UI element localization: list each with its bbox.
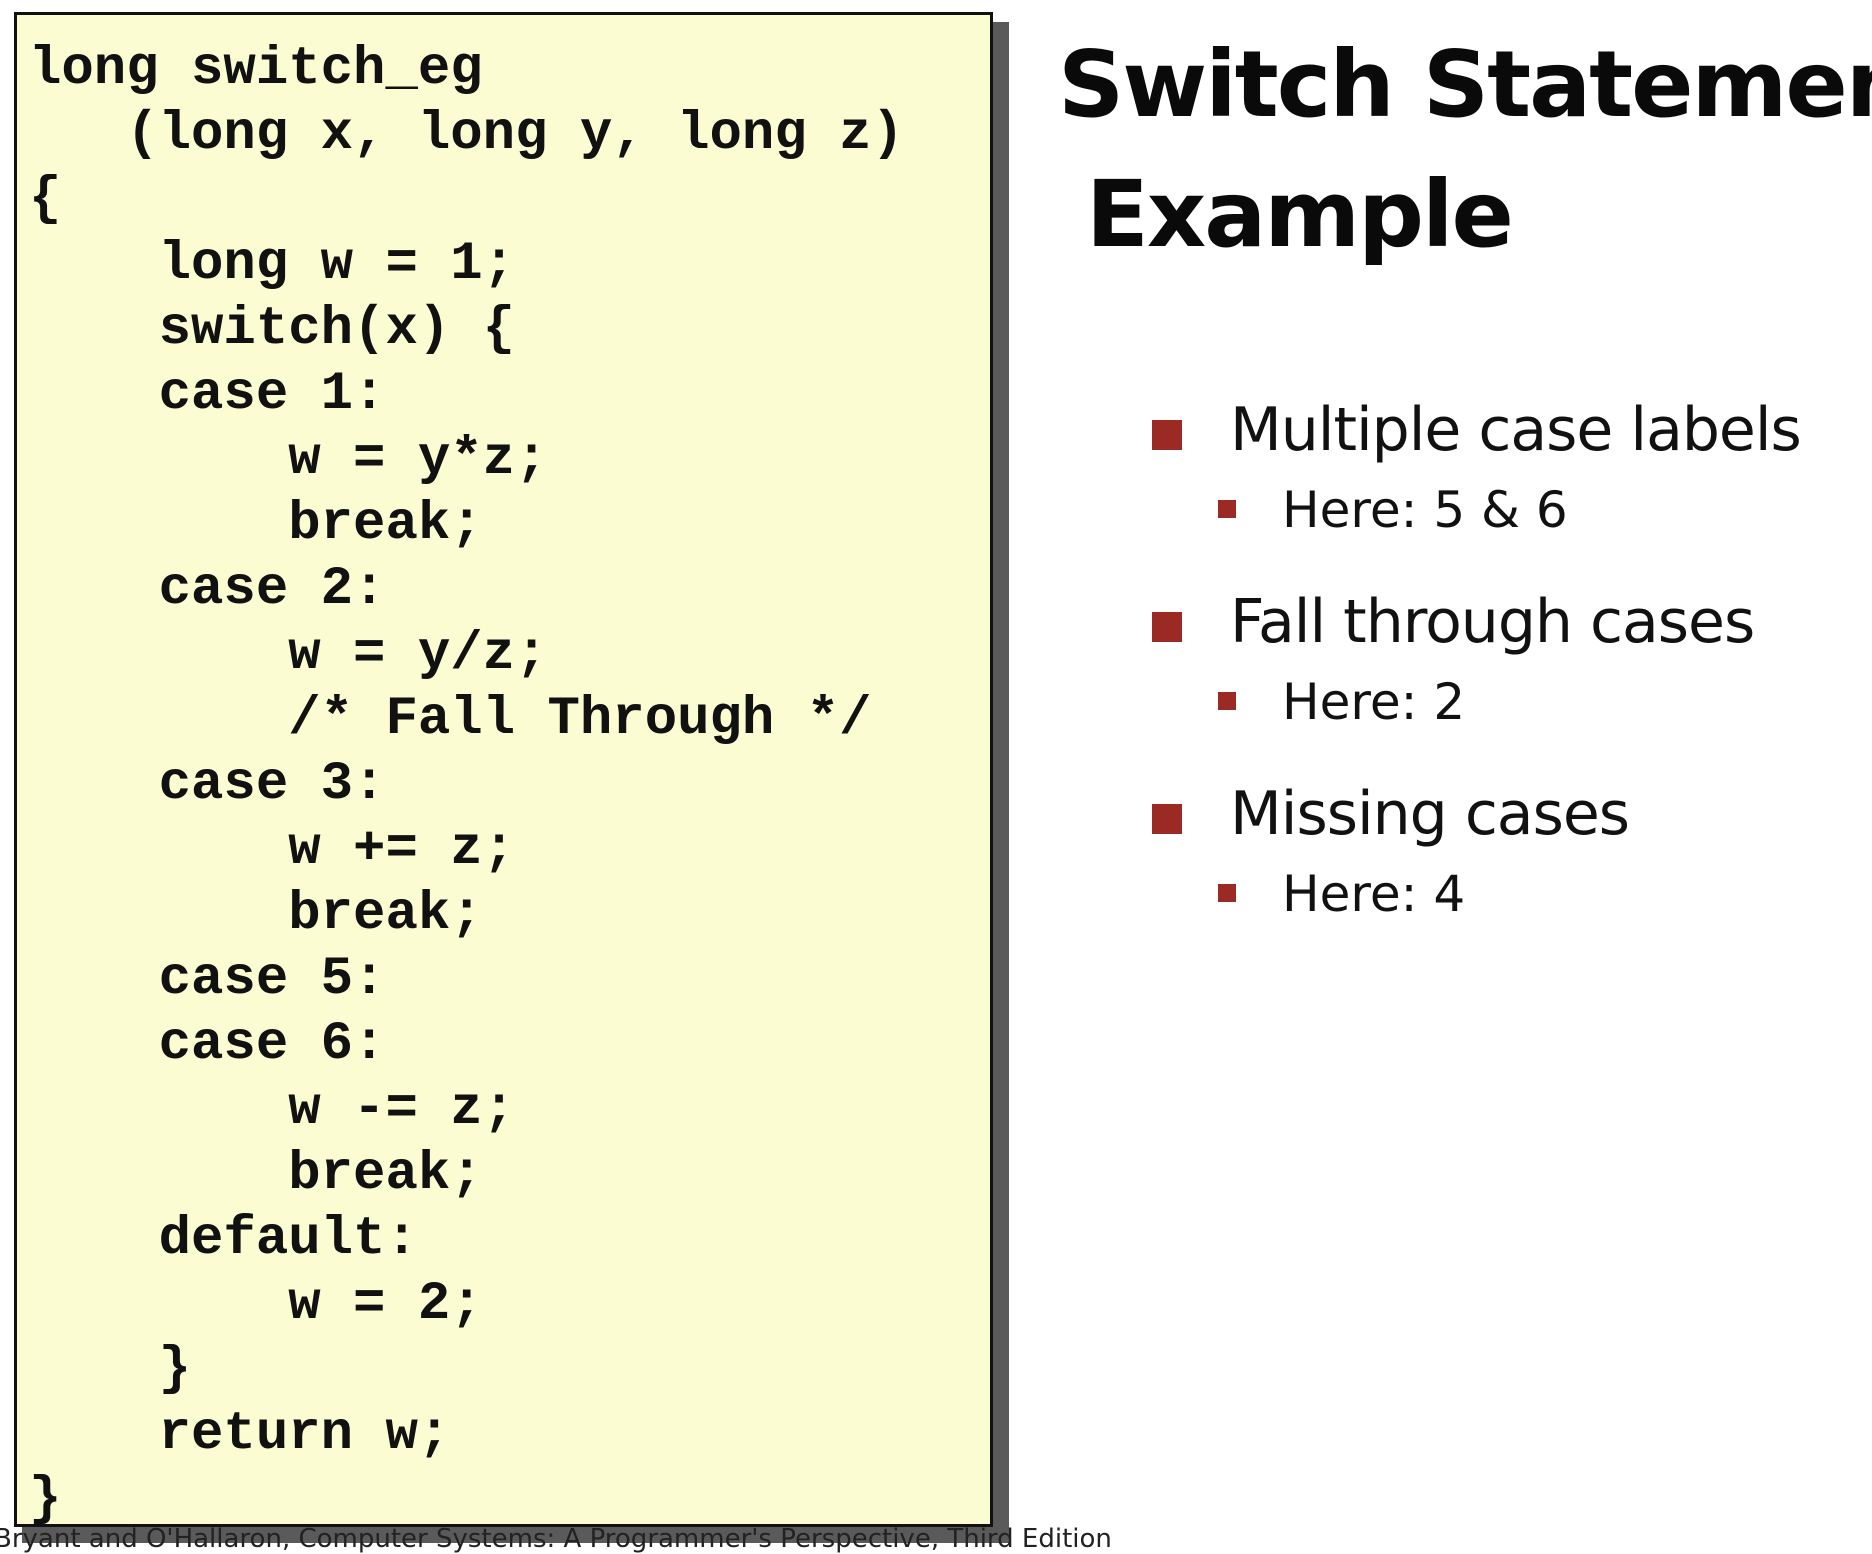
- slide-title-line-2: Example: [1086, 161, 1514, 268]
- code-listing-box: long switch_eg (long x, long y, long z){…: [14, 12, 993, 1530]
- square-bullet-icon: [1152, 804, 1182, 834]
- code-line: /* Fall Through */: [29, 689, 872, 750]
- bullet-label: Fall through cases: [1230, 587, 1755, 657]
- code-line: w += z;: [29, 819, 516, 880]
- sub-bullet-multiple-case-labels: Here: 5 & 6: [1148, 470, 1858, 550]
- code-line: w -= z;: [29, 1079, 516, 1140]
- bullet-label: Multiple case labels: [1230, 395, 1802, 465]
- code-line: case 6:: [29, 1014, 386, 1075]
- code-line: case 3:: [29, 754, 386, 815]
- sub-bullet-label: Here: 4: [1282, 865, 1466, 923]
- slide-title: Switch Statement Example: [1058, 20, 1872, 280]
- code-listing: long switch_eg (long x, long y, long z){…: [29, 37, 904, 1532]
- code-line: case 5:: [29, 949, 386, 1010]
- bullet-list: Multiple case labels Here: 5 & 6 Fall th…: [1148, 390, 1858, 966]
- code-line: case 1:: [29, 364, 386, 425]
- code-line: default:: [29, 1209, 418, 1270]
- sub-bullet-missing-cases: Here: 4: [1148, 854, 1858, 934]
- sub-bullet-fall-through-cases: Here: 2: [1148, 662, 1858, 742]
- code-line: break;: [29, 884, 483, 945]
- bullet-multiple-case-labels: Multiple case labels: [1148, 390, 1858, 470]
- code-line: (long x, long y, long z): [29, 104, 904, 165]
- small-square-bullet-icon: [1218, 692, 1236, 710]
- code-line: long switch_eg: [29, 39, 483, 100]
- code-line: switch(x) {: [29, 299, 516, 360]
- code-line: break;: [29, 494, 483, 555]
- code-line: long w = 1;: [29, 234, 516, 295]
- footer-citation: Bryant and O'Hallaron, Computer Systems:…: [0, 1524, 1112, 1554]
- square-bullet-icon: [1152, 420, 1182, 450]
- slide-title-line-1: Switch Statement: [1058, 31, 1872, 138]
- sub-bullet-label: Here: 5 & 6: [1282, 481, 1568, 539]
- code-line: w = 2;: [29, 1274, 483, 1335]
- small-square-bullet-icon: [1218, 500, 1236, 518]
- code-line: return w;: [29, 1404, 451, 1465]
- sub-bullet-label: Here: 2: [1282, 673, 1466, 731]
- small-square-bullet-icon: [1218, 884, 1236, 902]
- code-line: w = y/z;: [29, 624, 548, 685]
- square-bullet-icon: [1152, 612, 1182, 642]
- code-line: break;: [29, 1144, 483, 1205]
- bullet-fall-through-cases: Fall through cases: [1148, 582, 1858, 662]
- bullet-missing-cases: Missing cases: [1148, 774, 1858, 854]
- code-line: w = y*z;: [29, 429, 548, 490]
- code-line: }: [29, 1469, 62, 1530]
- code-line: case 2:: [29, 559, 386, 620]
- code-line: {: [29, 169, 62, 230]
- bullet-label: Missing cases: [1230, 779, 1630, 849]
- code-line: }: [29, 1339, 192, 1400]
